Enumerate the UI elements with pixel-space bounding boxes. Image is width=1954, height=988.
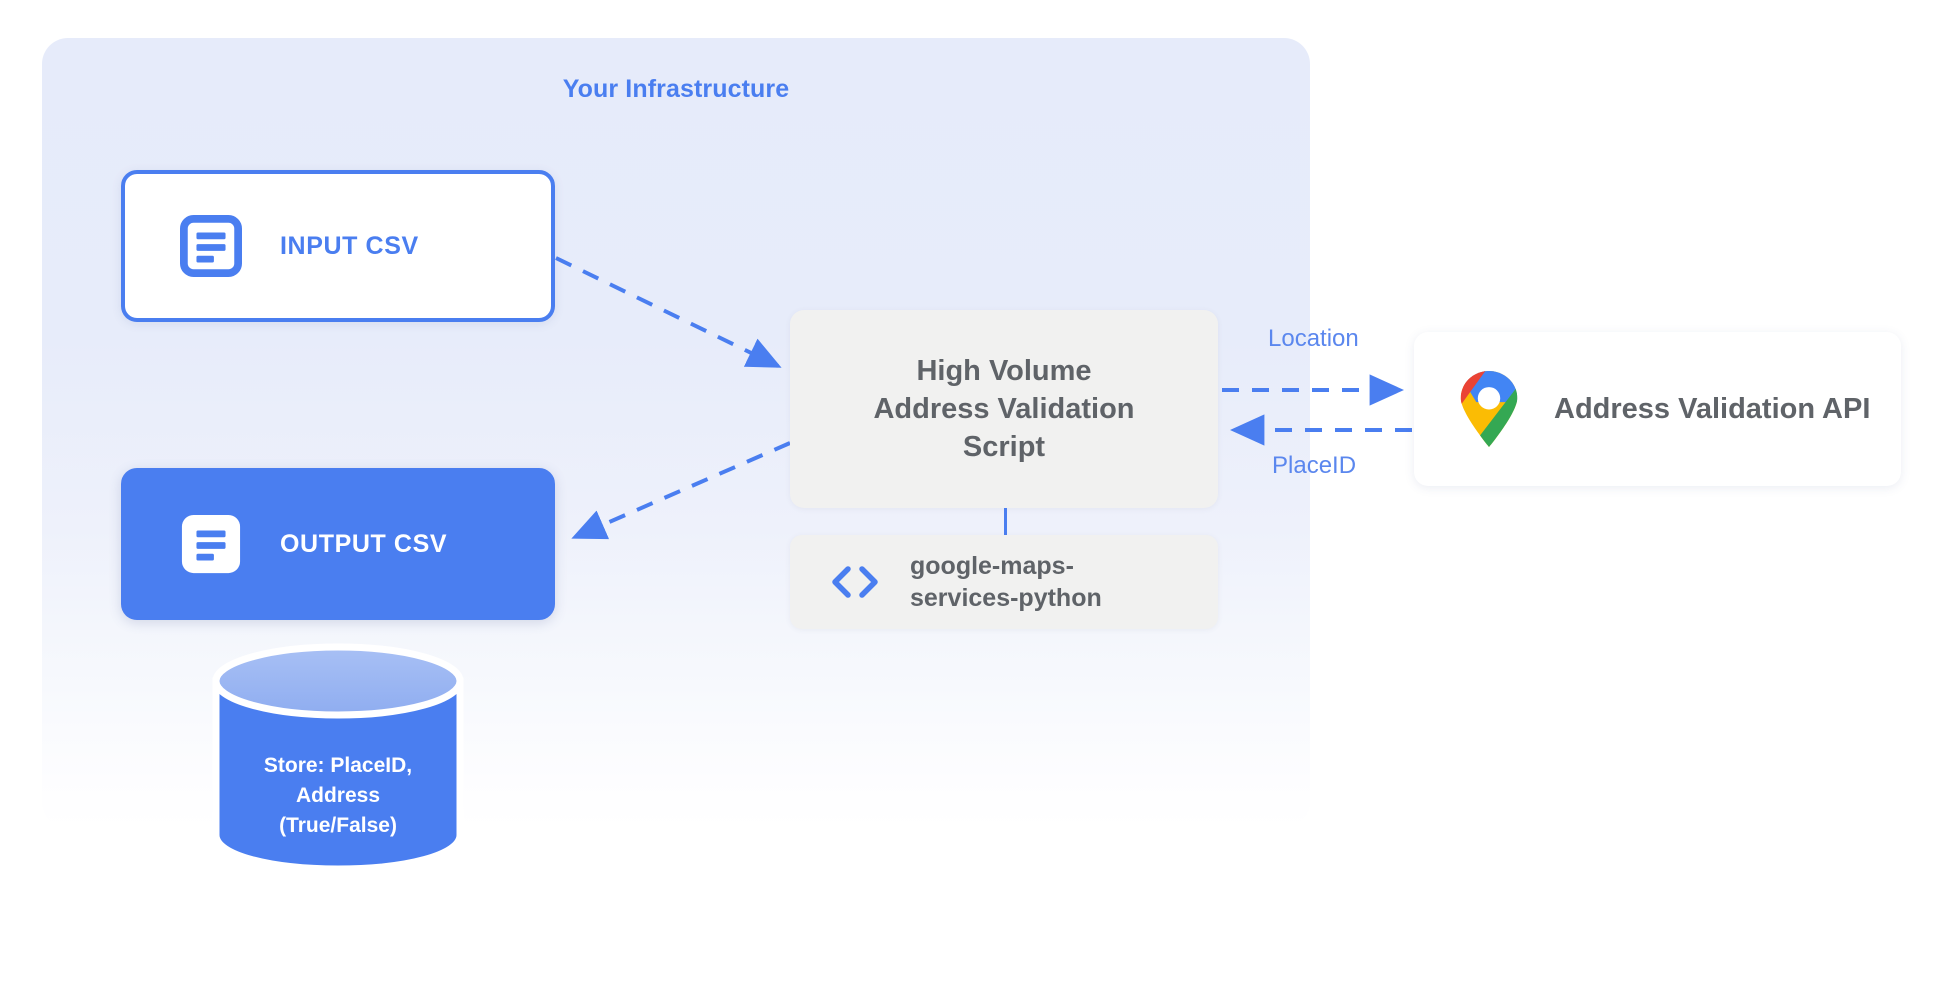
script-title-line1: High Volume [916,354,1092,387]
datastore-line2: Address [295,783,381,807]
api-label: Address Validation API [1554,392,1871,425]
script-title-line2: Address Validation [873,392,1135,425]
cylinder-shape [212,643,464,873]
edge-label-placeid: PlaceID [1272,452,1357,479]
library-label: google-maps- services-python [910,550,1102,615]
document-icon [181,514,241,574]
node-datastore[interactable]: Store: PlaceID, Address (True/False) [212,643,464,873]
node-input-csv[interactable]: INPUT CSV [121,170,555,322]
datastore-line1: Store: PlaceID, [263,754,413,777]
document-icon [180,215,242,277]
script-title: High Volume Address Validation Script [851,352,1156,467]
node-address-validation-api[interactable]: Address Validation API [1414,332,1901,486]
node-google-maps-services-python[interactable]: google-maps- services-python [790,535,1218,629]
edge-label-location: Location [1268,325,1359,352]
script-library-connector [1004,508,1007,536]
datastore-label: Store: PlaceID, Address (True/False) [212,751,464,840]
node-output-csv[interactable]: OUTPUT CSV [121,468,555,620]
panel-title: Your Infrastructure [562,75,790,103]
script-title-line3: Script [962,431,1046,464]
google-maps-pin-icon [1460,370,1518,448]
code-brackets-icon [832,566,878,598]
datastore-line3: (True/False) [279,813,397,837]
input-csv-label: INPUT CSV [280,231,419,260]
output-csv-label: OUTPUT CSV [280,529,448,558]
node-validation-script[interactable]: High Volume Address Validation Script [790,310,1218,508]
library-label-line2: services-python [910,584,1102,612]
library-label-line1: google-maps- [910,551,1074,580]
